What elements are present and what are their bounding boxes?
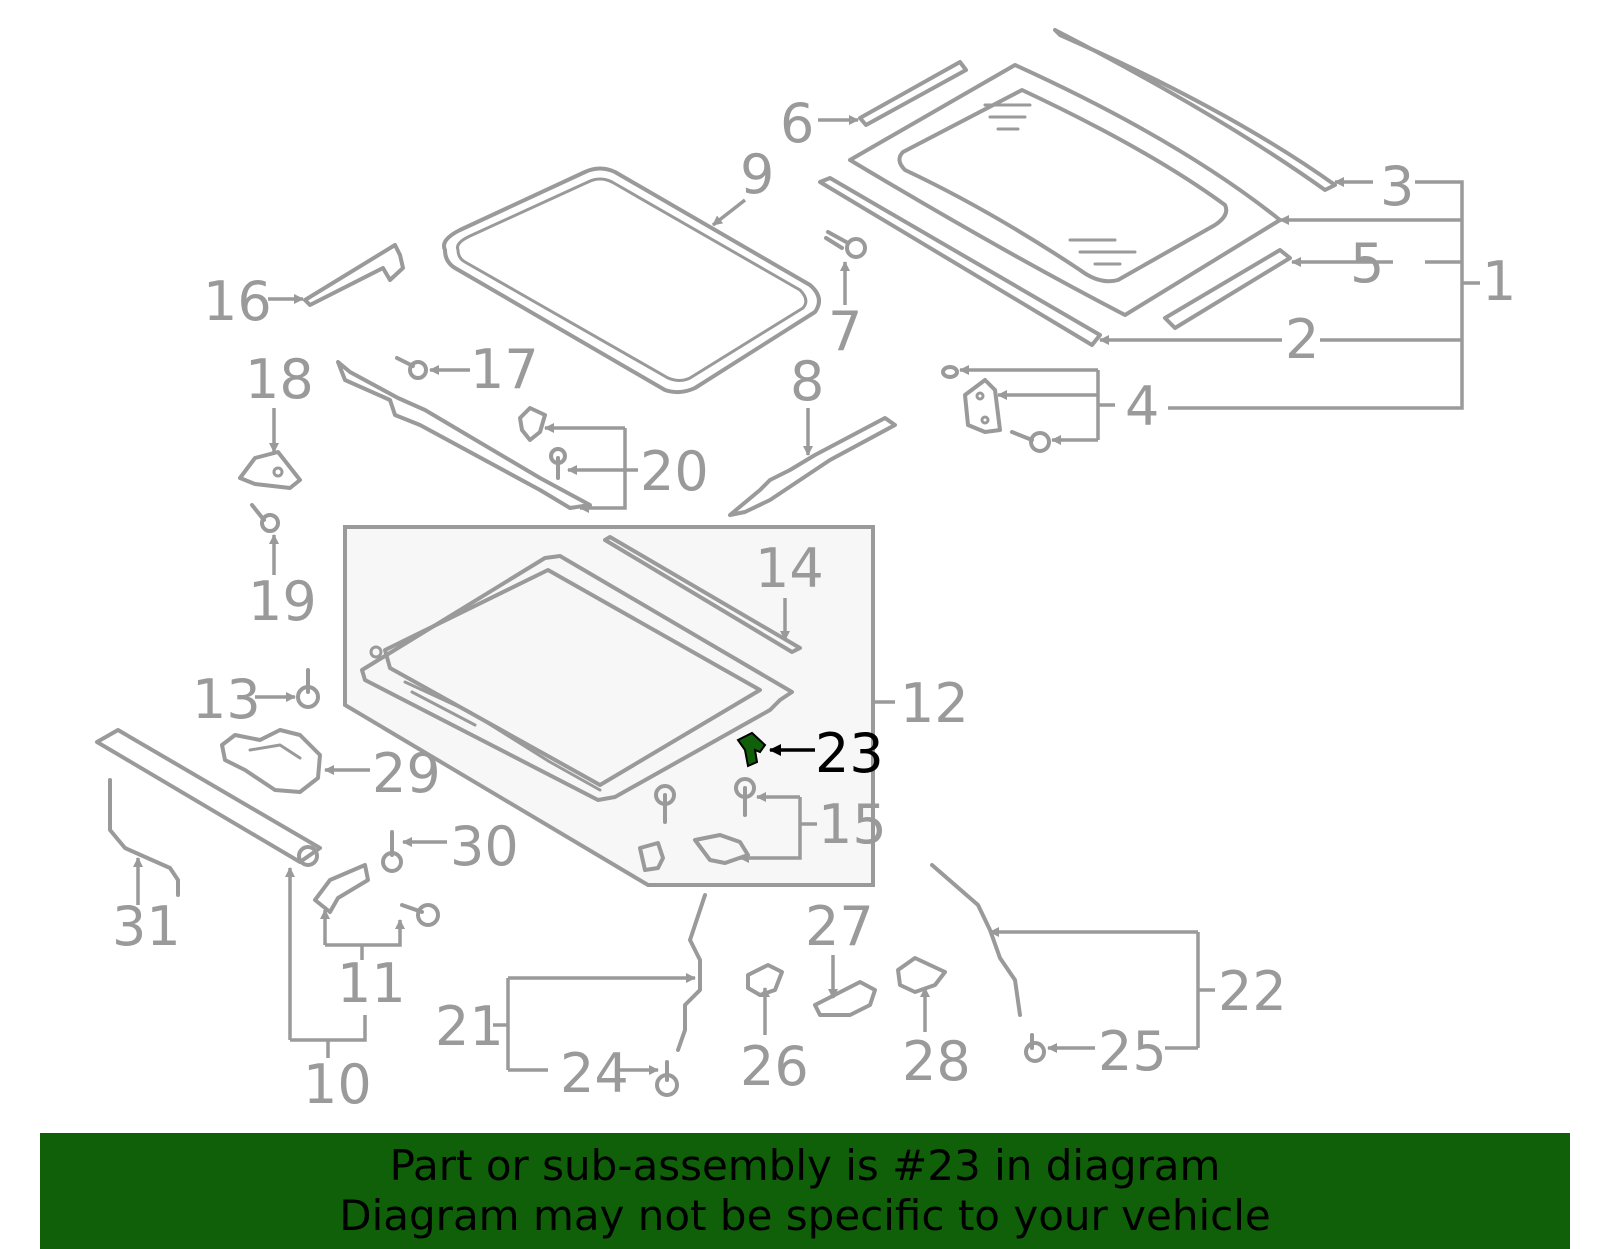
callout-29: 29: [372, 742, 441, 805]
glass-panel-9: [442, 166, 821, 395]
callout-13: 13: [192, 668, 261, 731]
clips-15: [638, 777, 756, 872]
callout-17: 17: [470, 338, 539, 401]
callout-19: 19: [248, 570, 317, 633]
callout-21: 21: [435, 995, 504, 1058]
callout-2: 2: [1285, 308, 1319, 371]
drain-pipe-22: [930, 863, 1022, 1017]
trim-rail-17: [336, 360, 592, 510]
screw-19: [250, 503, 280, 533]
bracket-11: [313, 863, 440, 927]
callout-12: 12: [900, 672, 969, 735]
screw-17: [395, 356, 428, 380]
info-banner: Part or sub-assembly is #23 in diagram D…: [40, 1133, 1570, 1249]
screw-25: [1024, 1033, 1046, 1063]
banner-line-part: Part or sub-assembly is #23 in diagram: [389, 1141, 1221, 1190]
bolt-7: [824, 230, 867, 259]
roof-strip-5: [1163, 248, 1292, 330]
callout-20: 20: [640, 440, 709, 503]
callout-labels: 1 2 3 4 5 6 7 8 9 10 11 12 13 14 15 16 1…: [112, 92, 1516, 1116]
roof-strip-3: [1053, 28, 1337, 192]
callout-26: 26: [740, 1035, 809, 1098]
callout-11: 11: [337, 952, 406, 1015]
callout-5: 5: [1350, 232, 1384, 295]
callout-6: 6: [780, 92, 814, 155]
clip-26: [746, 963, 784, 997]
roof-strip-6: [858, 60, 968, 127]
drain-guide-8: [728, 416, 897, 517]
callout-14: 14: [755, 537, 824, 600]
callout-24: 24: [560, 1042, 629, 1105]
callout-4: 4: [1125, 375, 1159, 438]
callout-23: 23: [815, 722, 884, 785]
wind-deflector-16: [303, 243, 405, 307]
bolt-13: [296, 668, 320, 709]
bracket-28: [896, 956, 947, 994]
callout-22: 22: [1218, 960, 1287, 1023]
callout-16: 16: [203, 270, 272, 333]
callout-3: 3: [1380, 155, 1414, 218]
callout-9: 9: [740, 143, 774, 206]
part-23-highlighted: [736, 731, 767, 768]
callout-7: 7: [828, 300, 862, 363]
callout-30: 30: [450, 815, 519, 878]
drain-pipe-21: [676, 893, 707, 1052]
callout-10: 10: [303, 1053, 372, 1116]
guide-27: [813, 980, 877, 1017]
leader-lines: [133, 115, 1480, 1075]
bolt-30: [381, 830, 403, 873]
callout-27: 27: [805, 895, 874, 958]
callout-31: 31: [112, 895, 181, 958]
callout-8: 8: [790, 350, 824, 413]
drain-hose-31: [108, 778, 180, 897]
bracket-18: [238, 450, 302, 490]
callout-28: 28: [902, 1030, 971, 1093]
sunroof-frame-12: [360, 554, 794, 802]
rail-10: [95, 728, 322, 867]
callout-1: 1: [1482, 250, 1516, 313]
callout-18: 18: [245, 348, 314, 411]
banner-line-disclaimer: Diagram may not be specific to your vehi…: [339, 1191, 1271, 1240]
callout-25: 25: [1098, 1020, 1167, 1083]
motor-29: [220, 728, 322, 794]
roof-panel: [848, 63, 1282, 317]
callout-15: 15: [818, 793, 887, 856]
screw-24: [655, 1060, 679, 1097]
clip-20: [518, 406, 567, 480]
bracket-4: [941, 365, 1051, 453]
seal-strip-14: [603, 535, 802, 654]
